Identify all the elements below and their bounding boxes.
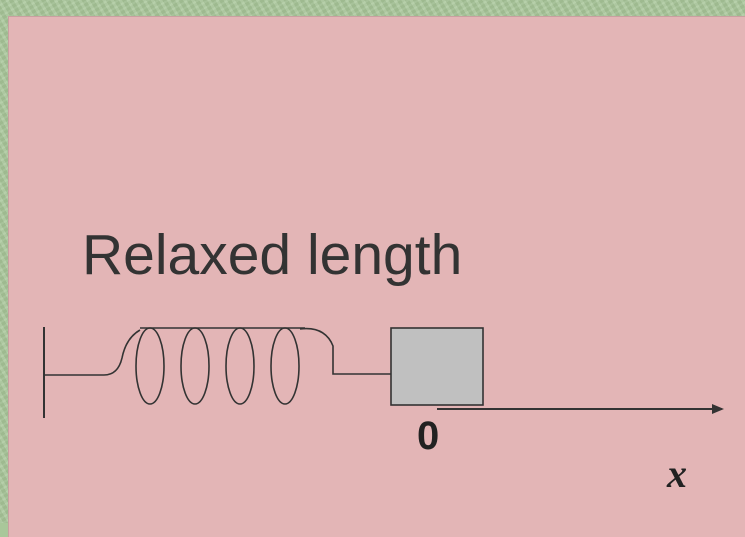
- spring-coil: [270, 327, 300, 405]
- spring-right-lead: [299, 327, 392, 375]
- mass-block: [390, 327, 484, 406]
- spring-coil: [180, 327, 210, 405]
- spring-left-lead: [44, 329, 141, 376]
- x-axis-label: x: [667, 451, 687, 496]
- spring-coil: [225, 327, 255, 405]
- origin-label: 0: [417, 414, 440, 458]
- spring-coil: [135, 327, 165, 405]
- spring-diagram: [43, 327, 724, 418]
- slide-panel: [8, 16, 745, 537]
- diagram-title: Relaxed length: [82, 223, 463, 287]
